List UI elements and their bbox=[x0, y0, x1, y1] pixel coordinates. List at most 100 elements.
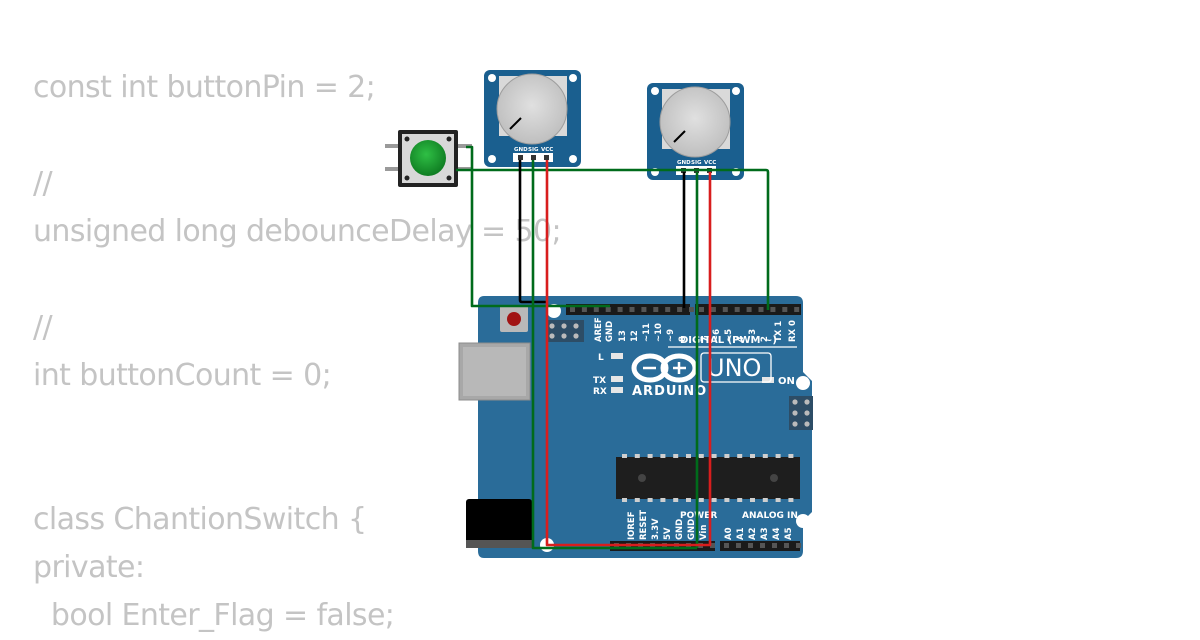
chip-pin bbox=[711, 454, 717, 458]
mounting-hole bbox=[488, 74, 496, 82]
chip-pin bbox=[762, 498, 768, 502]
push-button[interactable] bbox=[385, 130, 472, 187]
led-on-label: ON bbox=[778, 376, 795, 387]
chip-pin bbox=[788, 498, 794, 502]
wire-button-ground[interactable] bbox=[466, 145, 610, 308]
header-pin[interactable] bbox=[710, 307, 716, 312]
chip-pin bbox=[634, 454, 640, 458]
power-pin-label: IOREF bbox=[627, 511, 637, 540]
knob-indicator bbox=[673, 130, 686, 143]
header-pin[interactable] bbox=[665, 307, 671, 312]
digital-pin-label: 8 bbox=[678, 336, 688, 342]
header-pin[interactable] bbox=[734, 307, 740, 312]
header-pin[interactable] bbox=[770, 307, 776, 312]
wire-pot2-power[interactable] bbox=[662, 172, 712, 547]
led-tx bbox=[611, 376, 623, 382]
pot-pin[interactable] bbox=[518, 155, 523, 160]
header-pin[interactable] bbox=[784, 543, 789, 548]
header-pin[interactable] bbox=[794, 307, 800, 312]
reset-button-cap[interactable] bbox=[507, 312, 521, 326]
header-pin[interactable] bbox=[710, 543, 715, 548]
header-pin[interactable] bbox=[641, 307, 647, 312]
pot-pin[interactable] bbox=[544, 155, 549, 160]
chip-pin bbox=[788, 454, 794, 458]
header-pin[interactable] bbox=[796, 543, 801, 548]
header-pin[interactable] bbox=[593, 307, 599, 312]
digital-pin-label: 4 bbox=[736, 336, 746, 342]
potentiometer-knob[interactable] bbox=[496, 73, 568, 145]
push-button-corner bbox=[404, 175, 410, 181]
header-pin[interactable] bbox=[760, 543, 765, 548]
header-pin[interactable] bbox=[699, 307, 704, 312]
header-pin[interactable] bbox=[570, 307, 575, 312]
header-pin[interactable] bbox=[782, 307, 788, 312]
header-pin[interactable] bbox=[653, 307, 659, 312]
code-line: bool Enter_Flag = false; bbox=[33, 598, 395, 633]
wire-pot1-signal[interactable] bbox=[531, 160, 697, 550]
potentiometer-knob[interactable] bbox=[659, 86, 731, 158]
code-line: // bbox=[33, 166, 53, 201]
header-pin[interactable] bbox=[772, 543, 777, 548]
digital-pin-label: 2 bbox=[760, 336, 770, 342]
pot-pin-label: SIG bbox=[691, 160, 702, 166]
uno-badge bbox=[700, 352, 772, 383]
header-pin[interactable] bbox=[605, 307, 611, 312]
analog-pin-label: A5 bbox=[784, 527, 794, 540]
power-label: POWER bbox=[680, 511, 717, 521]
potentiometer-2[interactable]: GND SIG VCC bbox=[647, 83, 744, 180]
chip-pin bbox=[686, 454, 691, 458]
code-line: unsigned long debounceDelay = 50; bbox=[33, 214, 562, 249]
chip-pin bbox=[724, 498, 730, 502]
analog-pin-label: A4 bbox=[772, 527, 782, 540]
icsp-header-right bbox=[789, 396, 813, 430]
chip-pin bbox=[622, 454, 627, 458]
digital-pin-label: ~3 bbox=[748, 329, 758, 342]
mounting-hole bbox=[796, 514, 810, 528]
mounting-hole bbox=[488, 155, 496, 163]
push-button-lead bbox=[385, 167, 401, 171]
header-pin[interactable] bbox=[746, 307, 752, 312]
header-pin[interactable] bbox=[722, 307, 728, 312]
chip-pin bbox=[686, 498, 691, 502]
header-pin[interactable] bbox=[724, 543, 729, 548]
wire-pot1-ground[interactable] bbox=[518, 160, 546, 304]
digital-pin-label: 13 bbox=[618, 330, 628, 342]
wire-pot1-power[interactable] bbox=[545, 160, 662, 547]
arduino-logo-icon bbox=[631, 353, 698, 383]
digital-pin-header[interactable] bbox=[566, 304, 801, 315]
header-pin[interactable] bbox=[581, 307, 587, 312]
header-pin[interactable] bbox=[689, 307, 694, 312]
push-button-cap[interactable] bbox=[410, 140, 446, 176]
header-pin[interactable] bbox=[748, 543, 753, 548]
potentiometer-1[interactable]: GND SIG VCC bbox=[484, 70, 581, 167]
power-pin-label: RESET bbox=[639, 510, 649, 540]
header-pin[interactable] bbox=[736, 543, 741, 548]
code-line: // bbox=[33, 310, 53, 345]
header-pin[interactable] bbox=[758, 307, 764, 312]
header-pin[interactable] bbox=[677, 307, 683, 312]
digital-pin-label: ~5 bbox=[724, 329, 734, 342]
power-pin-label: 5V bbox=[663, 527, 673, 540]
power-pin-label: GND bbox=[675, 519, 685, 540]
led-on bbox=[762, 377, 774, 383]
digital-pin-label: ~9 bbox=[666, 329, 676, 342]
dc-power-jack bbox=[466, 499, 532, 545]
uno-model: UNO bbox=[707, 354, 761, 382]
chip-pin bbox=[737, 454, 743, 458]
header-pin[interactable] bbox=[617, 307, 623, 312]
push-button-corner bbox=[446, 136, 452, 142]
digital-pin-label: ~11 bbox=[642, 323, 652, 342]
push-button-corner bbox=[404, 136, 410, 142]
header-pin[interactable] bbox=[629, 307, 635, 312]
pot-pin-label: VCC bbox=[704, 160, 716, 166]
led-l-label: L bbox=[598, 353, 604, 363]
code-line: private: bbox=[33, 550, 145, 585]
power-pin-label: GND bbox=[687, 519, 697, 540]
code-line: class ChantionSwitch { bbox=[33, 502, 367, 537]
pot-pin[interactable] bbox=[531, 155, 536, 160]
chip-pin bbox=[775, 498, 781, 502]
wire-button-signal[interactable] bbox=[456, 168, 770, 310]
